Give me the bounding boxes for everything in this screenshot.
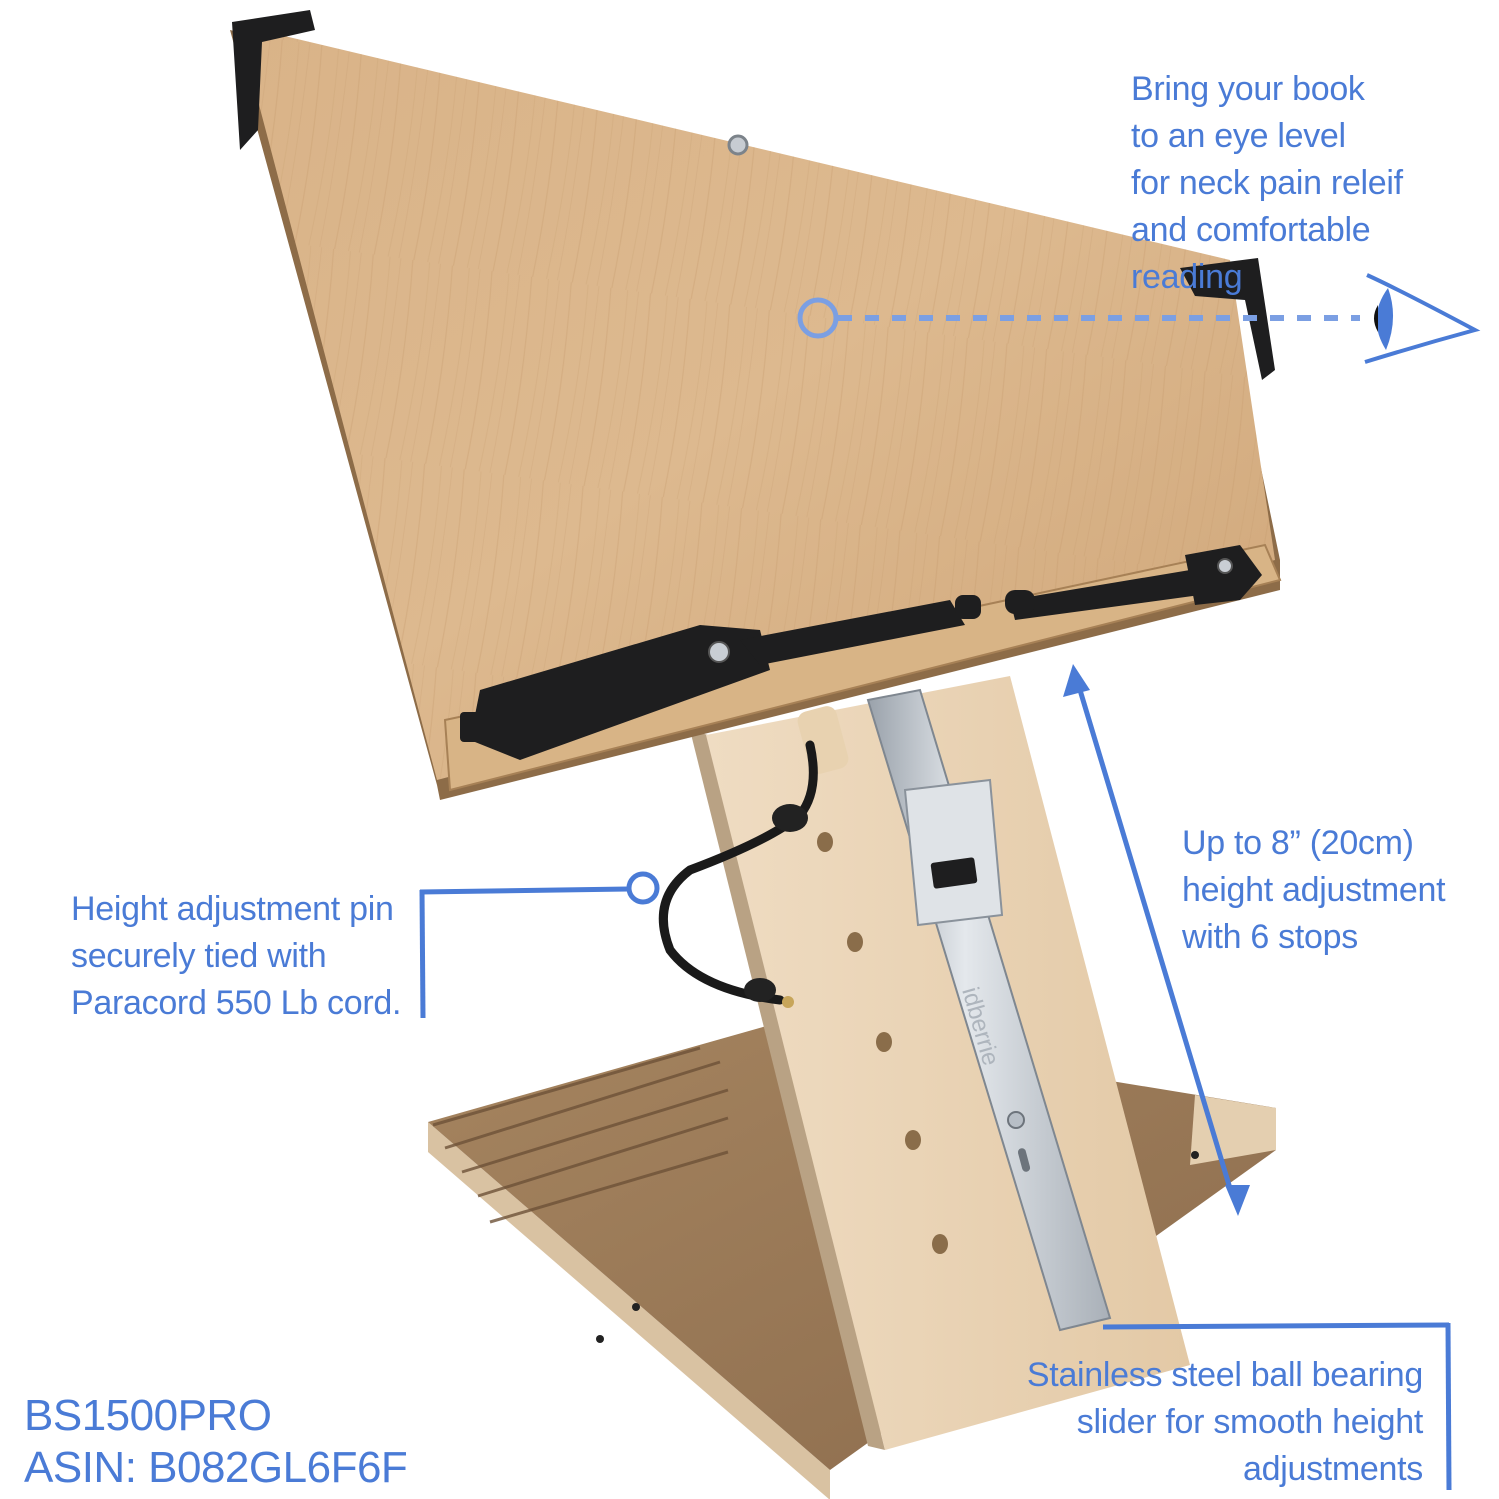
height-pin-callout-lines: [419, 871, 660, 1019]
double-arrow-icon: [1063, 664, 1250, 1216]
corner-guard-top-left: [232, 10, 315, 150]
callout-slider: Stainless steel ball bearing slider for …: [1027, 1352, 1423, 1493]
callout-height-pin: Height adjustment pin securely tied with…: [71, 886, 401, 1027]
callout-line: Up to 8” (20cm): [1182, 824, 1414, 862]
callout-line: Stainless steel ball bearing: [1026, 1356, 1423, 1394]
callout-line: reading: [1131, 258, 1243, 296]
callout-line: and comfortable: [1131, 211, 1371, 249]
callout-line: securely tied with: [71, 937, 327, 975]
callout-line: Height adjustment pin: [71, 890, 394, 928]
target-circle-icon: [797, 297, 839, 339]
callout-line: for neck pain releif: [1131, 164, 1403, 202]
corner-guard-top-right: [1180, 258, 1275, 380]
slider-callout-lines: [1102, 1322, 1452, 1491]
callout-line: Paracord 550 Lb cord.: [71, 984, 402, 1022]
callout-height-range: Up to 8” (20cm) height adjustment with 6…: [1182, 820, 1446, 961]
callout-line: to an eye level: [1131, 117, 1346, 155]
bolt-icon: [708, 641, 730, 663]
asin-label: ASIN: B082GL6F6F: [24, 1443, 408, 1492]
screw-icon: [632, 1303, 640, 1311]
bolt-icon: [1217, 558, 1233, 574]
grommet: [727, 134, 749, 156]
page-holder-arm: [460, 545, 1262, 760]
book-board: [230, 10, 1282, 800]
callout-eye-level: Bring your book to an eye level for neck…: [1131, 66, 1403, 301]
base-grooves: [432, 1046, 729, 1224]
callout-line: Bring your book: [1131, 70, 1365, 108]
screw-icon: [596, 1335, 604, 1343]
paracord: [658, 740, 818, 1005]
eye-level-indicator: [797, 297, 1360, 339]
callout-line: slider for smooth height: [1076, 1403, 1424, 1441]
target-circle-icon: [626, 871, 660, 905]
upright-post: idberrie: [658, 676, 1190, 1450]
model-number: BS1500PRO: [24, 1391, 272, 1440]
adjustment-holes: [817, 832, 948, 1254]
callout-line: adjustments: [1242, 1450, 1423, 1488]
eye-icon: [1364, 273, 1481, 364]
screw-icon: [1007, 1111, 1025, 1129]
product-model-info: BS1500PRO ASIN: B082GL6F6F: [24, 1390, 408, 1494]
callout-line: with 6 stops: [1182, 918, 1358, 956]
screw-icon: [1191, 1151, 1199, 1159]
callout-line: height adjustment: [1182, 871, 1446, 909]
